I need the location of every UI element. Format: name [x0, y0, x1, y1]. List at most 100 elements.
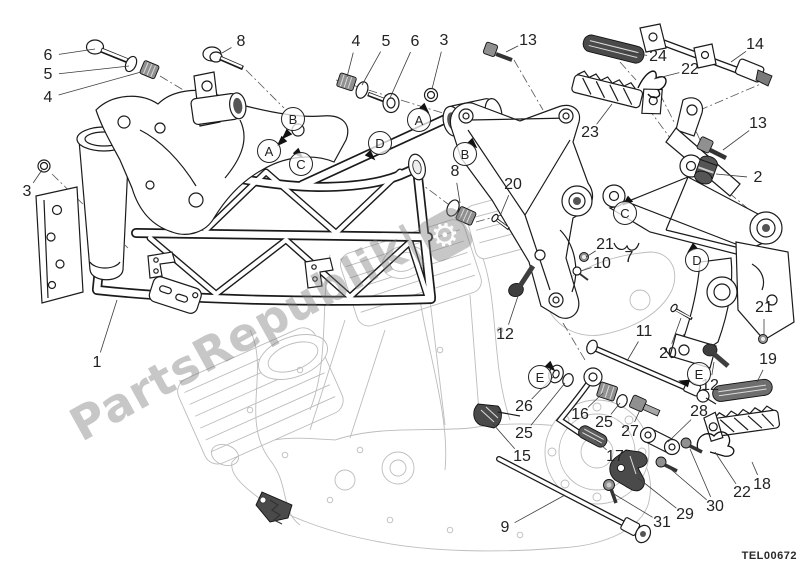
leader-line-23 — [596, 103, 613, 125]
reference-circle-E: E — [528, 365, 552, 389]
leader-line-30 — [689, 448, 712, 498]
leader-line-3 — [431, 51, 442, 90]
callout-number-30: 30 — [706, 498, 724, 515]
footpeg-mount-block — [669, 333, 717, 369]
leader-line-25 — [610, 402, 621, 415]
bellcrank-29 — [609, 449, 648, 492]
callout-number-3: 3 — [439, 32, 449, 49]
callout-number-31: 31 — [653, 514, 671, 531]
callout-number-25: 25 — [515, 425, 533, 442]
bolt-31 — [609, 488, 618, 504]
rear-footpeg-group — [703, 378, 781, 442]
leader-line-2 — [715, 173, 748, 178]
callout-number-9: 9 — [500, 519, 510, 536]
reference-circle-B: B — [281, 107, 305, 131]
leader-line-4 — [58, 71, 142, 96]
footpeg-rubber-pad-24 — [582, 34, 645, 64]
leader-line-12 — [711, 361, 715, 376]
frame-clips — [147, 251, 334, 314]
leader-line-1 — [99, 299, 118, 353]
bolt-6-mid — [382, 92, 400, 114]
callout-number-13: 13 — [519, 32, 537, 49]
leader-line-25 — [530, 382, 566, 426]
reference-circle-A: A — [257, 139, 281, 163]
fasteners — [37, 39, 768, 368]
footpeg-spring-22-top — [637, 70, 667, 99]
callout-number-3: 3 — [22, 183, 32, 200]
leader-line-8 — [456, 182, 461, 204]
reference-circle-A: A — [407, 108, 431, 132]
bolt-12-right — [702, 343, 718, 357]
callout-number-17: 17 — [606, 448, 624, 465]
callout-number-22: 22 — [681, 61, 699, 78]
reference-circle-D: D — [685, 248, 709, 272]
leader-line-19 — [756, 369, 764, 383]
callout-number-4: 4 — [351, 33, 361, 50]
front-bracket-plate — [35, 186, 84, 304]
callout-number-7: 7 — [624, 249, 634, 266]
leader-line-6 — [389, 51, 411, 99]
callout-number-12: 12 — [496, 326, 514, 343]
callout-number-11: 11 — [635, 323, 653, 340]
heel-guard-plate — [735, 241, 795, 341]
leader-line-4 — [346, 52, 354, 78]
nut-3-mid — [423, 87, 439, 103]
callout-number-15: 15 — [513, 448, 531, 465]
footpeg-23 — [571, 74, 644, 109]
callout-number-8: 8 — [450, 163, 460, 180]
footpeg-rubber-pad-19 — [712, 378, 773, 402]
callout-number-20: 20 — [504, 176, 522, 193]
leader-line-6 — [58, 48, 96, 55]
callout-number-5: 5 — [381, 33, 391, 50]
gearshift-cluster — [473, 364, 661, 448]
callout-number-1: 1 — [92, 354, 102, 371]
leader-line-8 — [221, 47, 232, 54]
gear-link-rod-9 — [499, 459, 652, 544]
reference-circle-E: E — [687, 362, 711, 386]
bracket-7-brace — [613, 242, 640, 251]
leader-line-9 — [514, 494, 566, 524]
footpeg-spring-22-bottom — [696, 431, 735, 457]
callout-number-8: 8 — [236, 33, 246, 50]
callout-number-5: 5 — [43, 66, 53, 83]
intake-trumpet — [258, 334, 328, 380]
leader-line-3 — [32, 169, 43, 184]
callout-number-21: 21 — [596, 236, 614, 253]
leader-line-17 — [594, 439, 607, 451]
leader-line-12 — [508, 292, 520, 325]
brake-rod-14 — [639, 23, 773, 87]
callout-number-27: 27 — [621, 423, 639, 440]
leader-line-5 — [58, 65, 130, 75]
callout-number-14: 14 — [746, 36, 764, 53]
leader-line-10 — [580, 267, 592, 272]
pin-20-left — [491, 213, 499, 223]
leader-line-30 — [666, 465, 707, 501]
leader-line-29 — [637, 477, 677, 509]
sidestand — [255, 491, 293, 525]
callout-number-19: 19 — [759, 351, 777, 368]
callout-number-22: 22 — [733, 484, 751, 501]
reference-circle-C: C — [289, 152, 313, 176]
callout-number-6: 6 — [43, 47, 53, 64]
leader-line-21 — [585, 250, 596, 258]
shift-bolt-27 — [629, 394, 661, 417]
leader-line-13 — [722, 130, 750, 151]
leader-line-31 — [613, 493, 653, 518]
leader-line-22 — [653, 72, 680, 80]
leader-line-16 — [587, 392, 604, 408]
leader-line-15 — [492, 423, 516, 450]
callout-number-21: 21 — [755, 299, 773, 316]
callout-number-2: 2 — [753, 169, 763, 186]
nut-3-left — [37, 159, 51, 173]
callout-number-6: 6 — [410, 33, 420, 50]
callout-number-4: 4 — [43, 89, 53, 106]
leader-line-5 — [361, 51, 381, 86]
pin-20-right — [670, 303, 678, 313]
bushing-4-left — [139, 60, 160, 80]
bushing-8-mid — [455, 206, 477, 226]
leader-line-11 — [626, 341, 639, 362]
figure-code: TEL00672 — [741, 550, 797, 562]
callout-number-13: 13 — [749, 115, 767, 132]
